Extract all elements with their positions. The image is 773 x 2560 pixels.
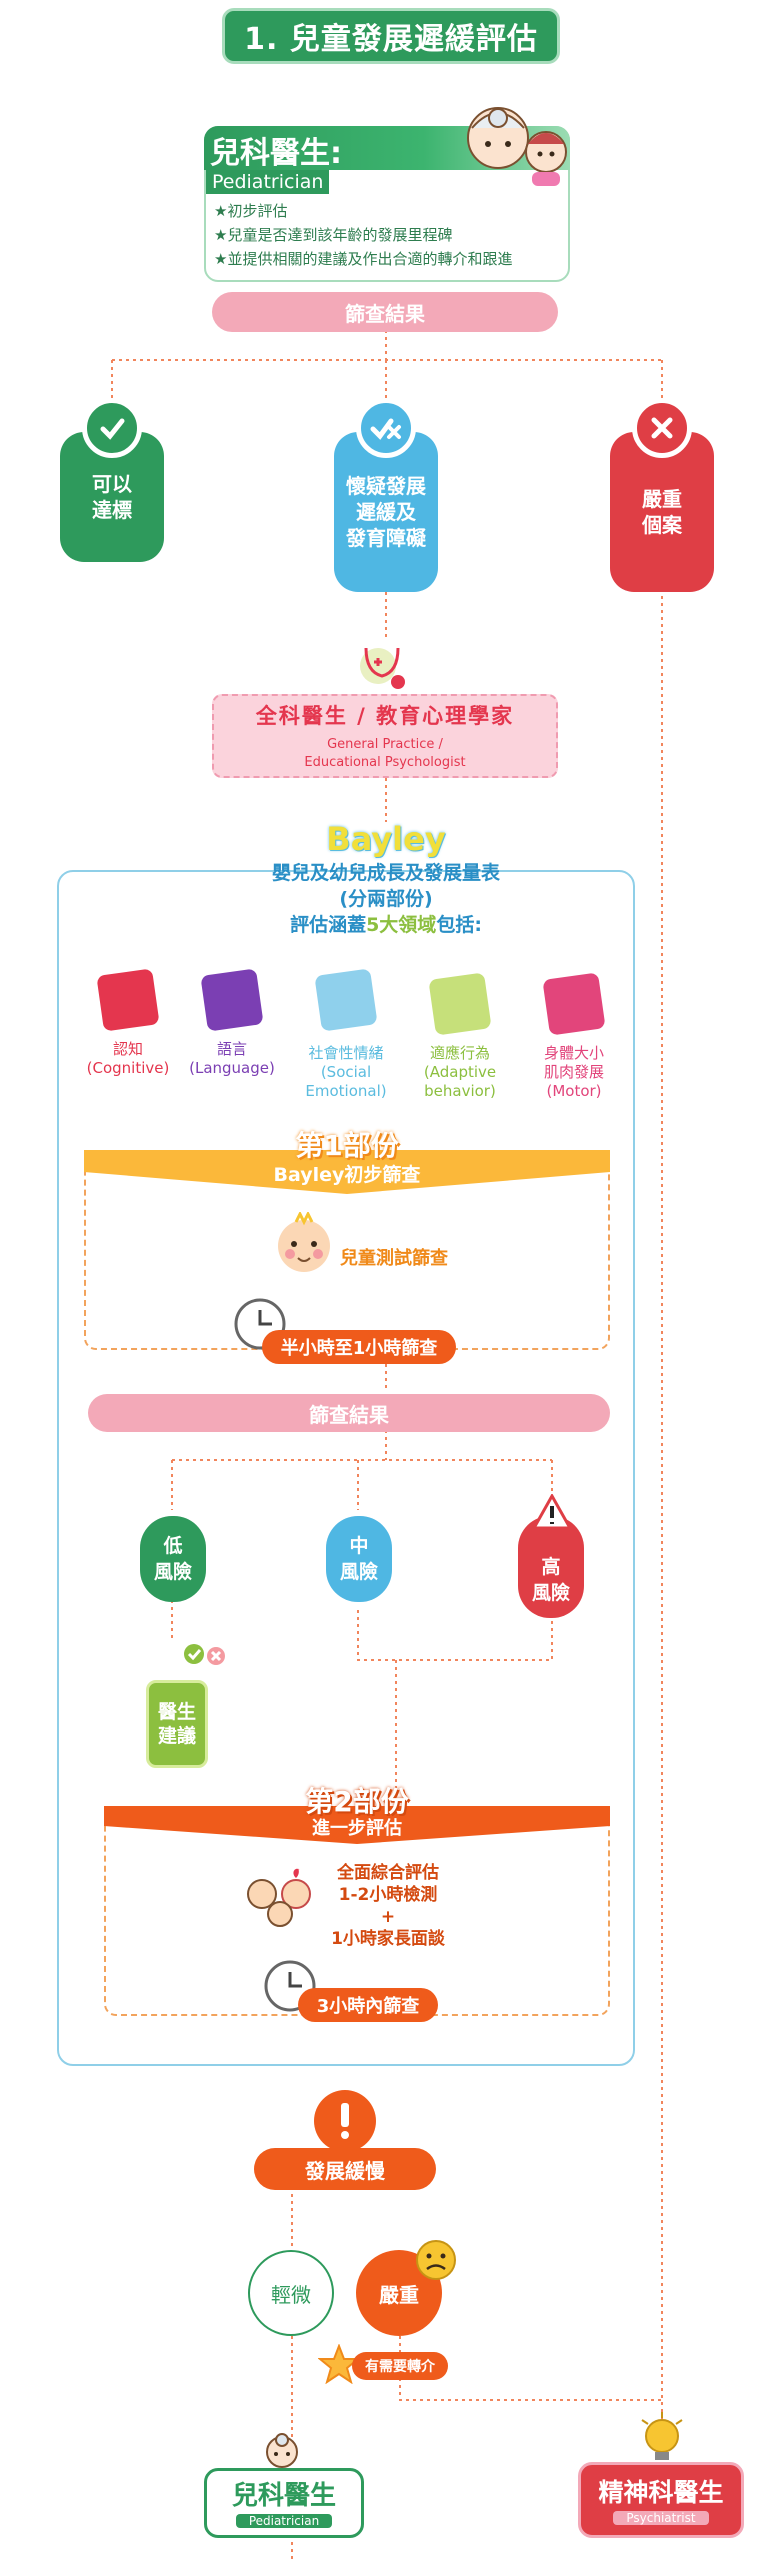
- outcome-tile-severe: 嚴重 個案: [610, 432, 714, 592]
- domain-social-emotional: 社會性情緒 (Social Emotional): [290, 1044, 402, 1101]
- domain-language: 語言 (Language): [176, 1040, 288, 1078]
- sad-face-icon: [416, 2240, 456, 2280]
- risk-medium: 中 風險: [326, 1516, 392, 1602]
- risk-low: 低 風險: [140, 1516, 206, 1602]
- part1-title: 第1部份: [295, 1129, 399, 1162]
- page-title: 1. 兒童發展遲緩評估: [222, 8, 560, 64]
- part2-details: 全面綜合評估 1-2小時檢測 + 1小時家長面談: [318, 1862, 458, 1950]
- bottom-pediatrician-zh: 兒科醫生: [231, 2481, 336, 2511]
- screening-result-pill: 篩查結果: [212, 292, 558, 332]
- pediatrician-title-zh: 兒科醫生:: [210, 136, 342, 171]
- child-test-label: 兒童測試篩查: [340, 1248, 448, 1269]
- mild-circle: 輕微: [248, 2250, 334, 2336]
- part1-banner-shape: [84, 1150, 610, 1194]
- domain-en: (Motor): [546, 1082, 602, 1100]
- bottom-psychiatrist-en: Psychiatrist: [613, 2511, 709, 2525]
- domain-cognitive: 認知 (Cognitive): [72, 1040, 184, 1078]
- doctor-advice-label: 醫生 建議: [157, 1701, 196, 1747]
- motor-icon: [542, 972, 606, 1036]
- bayley-domains-text: 包括:: [436, 914, 482, 936]
- domain-en: (Cognitive): [86, 1059, 170, 1077]
- part2-banner-shape: [104, 1806, 610, 1844]
- warning-icon: [532, 1494, 572, 1530]
- adaptive-icon: [428, 972, 492, 1036]
- gp-title-en-line: Educational Psychologist: [304, 755, 466, 770]
- bottom-pediatrician-en: Pediatrician: [236, 2514, 332, 2528]
- doctor-advice-box: 醫生 建議: [146, 1680, 208, 1768]
- bayley-subtitle: 嬰兒及幼兒成長及發展量表: [271, 862, 500, 884]
- outcome-label: 懷疑發展 遲緩及 發育障礙: [346, 474, 426, 550]
- part2-duration-pill: 3小時內篩查: [298, 1988, 438, 2022]
- outcome-label: 可以 達標: [92, 472, 132, 522]
- bayley-assessment-frame: [57, 870, 635, 2066]
- check-icon: [82, 398, 142, 458]
- part2-detail-line: +: [380, 1907, 396, 1927]
- risk-high: 高 風險: [518, 1516, 584, 1618]
- risk-label: 低 風險: [153, 1535, 192, 1583]
- bayley-title: Bayley: [326, 820, 446, 858]
- screening-result-2-pill: 篩查結果: [88, 1394, 610, 1432]
- bayley-parts-note: (分兩部份): [339, 888, 433, 910]
- family-icon: [247, 1868, 311, 1927]
- part2-title: 第2部份: [305, 1785, 409, 1818]
- cross-icon: [632, 398, 692, 458]
- domain-zh: 適應行為: [429, 1044, 490, 1062]
- pediatrician-title-en: Pediatrician: [206, 170, 330, 194]
- exclamation-icon: [314, 2090, 376, 2152]
- outcome-tile-suspected: 懷疑發展 遲緩及 發育障礙: [334, 432, 438, 592]
- gp-title-zh: 全科醫生 / 教育心理學家: [255, 704, 515, 728]
- gp-psychologist-box: [212, 694, 558, 778]
- referral-pill: 有需要轉介: [352, 2352, 448, 2380]
- part1-duration-pill: 半小時至1小時篩查: [262, 1330, 456, 1364]
- part2-detail-line: 全面綜合評估: [337, 1863, 439, 1883]
- bottom-psychiatrist-zh: 精神科醫生: [598, 2478, 724, 2507]
- risk-label: 高 風險: [531, 1556, 570, 1604]
- gp-title-en-line: General Practice /: [327, 737, 443, 752]
- domain-zh: 認知: [112, 1040, 143, 1058]
- domain-zh: 社會性情緒: [308, 1044, 384, 1062]
- bayley-domains-note: 評估涵蓋5大領域包括:: [200, 910, 572, 937]
- check-cross-icon: [356, 398, 416, 458]
- domain-zh: 身體大小 肌肉發展: [543, 1044, 604, 1081]
- stethoscope-icon: [360, 647, 405, 689]
- domain-en: (Social Emotional): [305, 1063, 387, 1100]
- social-people-icon: [314, 968, 378, 1032]
- outcome-label: 嚴重 個案: [642, 487, 682, 537]
- domain-motor: 身體大小 肌肉發展 (Motor): [518, 1044, 630, 1101]
- baby-icon: [278, 1212, 330, 1272]
- pediatrician-bullet: ★並提供相關的建議及作出合適的轉介和跟進: [214, 250, 513, 268]
- bayley-domains-text: 評估涵蓋: [290, 914, 367, 936]
- bayley-domains-highlight: 5大領域: [366, 914, 437, 936]
- letter-blocks-icon: [200, 968, 264, 1032]
- part2-subtitle: 進一步評估: [312, 1818, 402, 1839]
- domain-adaptive: 適應行為 (Adaptive behavior): [404, 1044, 516, 1101]
- domain-zh: 語言: [216, 1040, 247, 1058]
- part2-detail-line: 1小時家長面談: [331, 1929, 445, 1949]
- part2-detail-line: 1-2小時檢測: [338, 1885, 438, 1905]
- doctor-illustration-icon: [467, 107, 567, 186]
- risk-label: 中 風險: [339, 1535, 378, 1583]
- advice-checkmarks-icon: [184, 1644, 225, 1665]
- delay-pill: 發展緩慢: [254, 2148, 436, 2190]
- bottom-pediatrician-card: 兒科醫生 Pediatrician: [204, 2468, 364, 2538]
- pediatrician-bullet: ★初步評估: [214, 202, 288, 220]
- puzzle-icon: [96, 968, 160, 1032]
- brain-bulb-icon: [641, 2412, 683, 2460]
- domain-en: (Language): [189, 1059, 275, 1077]
- bottom-psychiatrist-card: 精神科醫生 Psychiatrist: [578, 2462, 744, 2538]
- domain-en: (Adaptive behavior): [423, 1063, 497, 1100]
- pediatrician-icon: [266, 2433, 298, 2468]
- pediatrician-bullet: ★兒童是否達到該年齡的發展里程碑: [214, 226, 453, 244]
- gp-title-en: General Practice / Educational Psycholog…: [212, 736, 558, 772]
- frame-title-mask: [290, 826, 482, 868]
- part1-subtitle: Bayley初步篩查: [273, 1164, 421, 1186]
